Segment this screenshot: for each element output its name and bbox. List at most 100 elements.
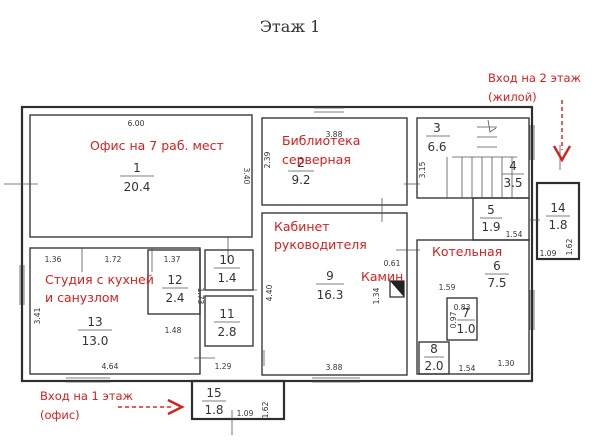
svg-text:1.62: 1.62 xyxy=(565,238,574,255)
svg-text:7: 7 xyxy=(462,306,470,320)
svg-text:1.73: 1.73 xyxy=(196,288,205,305)
office-label: Офис на 7 раб. мест xyxy=(90,138,224,153)
svg-text:1.09: 1.09 xyxy=(540,249,557,258)
svg-text:1.37: 1.37 xyxy=(164,255,181,264)
room-12: 12 2.4 xyxy=(162,273,188,305)
room-1-wall xyxy=(29,114,253,238)
svg-text:10: 10 xyxy=(219,253,234,267)
svg-text:9.2: 9.2 xyxy=(291,173,310,187)
svg-text:16.3: 16.3 xyxy=(317,288,344,302)
svg-text:0.83: 0.83 xyxy=(454,303,471,312)
room-10: 10 1.4 xyxy=(214,253,240,285)
room-5: 5 1.9 xyxy=(480,203,502,234)
entrance-1-label-line1: Вход на 1 этаж xyxy=(40,389,133,403)
svg-text:1.30: 1.30 xyxy=(498,359,515,368)
room-12-wall xyxy=(147,249,201,315)
svg-text:1: 1 xyxy=(133,161,141,175)
svg-text:1.72: 1.72 xyxy=(105,255,122,264)
room-7-wall xyxy=(446,297,478,341)
room-13: 13 13.0 xyxy=(78,315,112,348)
room-3: 3 6.6 xyxy=(426,121,450,154)
entrance-2-label-line1: Вход на 2 этаж xyxy=(488,71,581,85)
studio-label-line2: и санузлом xyxy=(45,290,119,305)
svg-text:1.09: 1.09 xyxy=(237,409,254,418)
room-4: 4 3.5 xyxy=(502,159,524,190)
svg-text:3.15: 3.15 xyxy=(418,161,427,178)
room-9: 9 16.3 xyxy=(316,269,344,302)
svg-text:3.41: 3.41 xyxy=(33,307,42,324)
svg-text:2: 2 xyxy=(297,156,305,170)
studio-label-line1: Студия с кухней xyxy=(45,272,154,287)
room-13-wall xyxy=(29,247,201,375)
svg-text:1.36: 1.36 xyxy=(45,255,62,264)
entrance-1-arrow xyxy=(118,398,185,416)
svg-text:1.4: 1.4 xyxy=(217,271,236,285)
room-15: 15 1.8 xyxy=(202,386,226,417)
room-14-wall xyxy=(535,181,581,261)
svg-text:6.6: 6.6 xyxy=(427,140,446,154)
room-2-wall xyxy=(261,117,408,206)
svg-text:2.0: 2.0 xyxy=(424,359,443,373)
room-labels: 1 20.4 2 9.2 3 6.6 4 3.5 5 1.9 6 7.5 xyxy=(78,121,570,417)
svg-text:1.59: 1.59 xyxy=(439,283,456,292)
room-11: 11 2.8 xyxy=(214,307,240,339)
svg-text:1.48: 1.48 xyxy=(165,326,182,335)
room-11-wall xyxy=(204,295,254,347)
room-8: 8 2.0 xyxy=(424,342,444,373)
svg-text:1.54: 1.54 xyxy=(459,364,476,373)
room-1: 1 20.4 xyxy=(120,161,154,194)
svg-text:13.0: 13.0 xyxy=(82,334,109,348)
svg-text:14: 14 xyxy=(550,201,565,215)
svg-text:1.34: 1.34 xyxy=(372,287,381,304)
svg-text:4.40: 4.40 xyxy=(265,284,274,301)
svg-text:0.61: 0.61 xyxy=(384,259,401,268)
dimensions: 6.00 3.40 3.88 2.39 3.15 1.54 1.09 1.62 … xyxy=(33,119,574,418)
room-8-wall xyxy=(418,341,450,375)
svg-text:1.9: 1.9 xyxy=(481,220,500,234)
svg-text:9: 9 xyxy=(326,269,334,283)
entrance-2-label-line2: (жилой) xyxy=(488,90,537,104)
svg-text:2.8: 2.8 xyxy=(217,325,236,339)
svg-text:5: 5 xyxy=(487,203,495,217)
svg-text:3.40: 3.40 xyxy=(242,168,251,185)
svg-text:1.29: 1.29 xyxy=(215,362,232,371)
entrance-1-label-line2: (офис) xyxy=(40,408,80,422)
svg-text:0.97: 0.97 xyxy=(449,311,458,328)
svg-text:20.4: 20.4 xyxy=(124,180,151,194)
fireplace-label: Камин xyxy=(361,269,403,284)
svg-text:6: 6 xyxy=(493,259,501,273)
svg-text:4.64: 4.64 xyxy=(102,362,119,371)
svg-text:15: 15 xyxy=(206,386,221,400)
cabinet-label-line2: руководителя xyxy=(274,237,367,252)
room-7: 7 1.0 xyxy=(456,306,475,336)
room-15-wall xyxy=(190,379,286,421)
svg-text:3: 3 xyxy=(433,121,441,135)
svg-text:11: 11 xyxy=(219,307,234,321)
svg-text:2.39: 2.39 xyxy=(263,151,272,168)
svg-text:12: 12 xyxy=(167,273,182,287)
room-9-wall xyxy=(261,212,408,376)
entrance-2-arrow xyxy=(552,100,572,163)
svg-text:7.5: 7.5 xyxy=(487,276,506,290)
room-6: 6 7.5 xyxy=(485,259,509,290)
annotations: Вход на 2 этаж (жилой) Вход на 1 этаж (о… xyxy=(40,71,581,422)
room-10-wall xyxy=(204,249,254,291)
svg-text:2.4: 2.4 xyxy=(165,291,184,305)
svg-text:3.5: 3.5 xyxy=(503,176,522,190)
cabinet-label-line1: Кабинет xyxy=(274,219,330,234)
svg-text:1.8: 1.8 xyxy=(548,218,567,232)
svg-text:1.0: 1.0 xyxy=(456,322,475,336)
library-label-line1: Библиотека xyxy=(282,133,360,148)
svg-text:13: 13 xyxy=(87,315,102,329)
page-title: Этаж 1 xyxy=(260,17,321,36)
svg-text:4: 4 xyxy=(509,159,517,173)
svg-text:1.62: 1.62 xyxy=(261,401,270,418)
svg-text:1.8: 1.8 xyxy=(204,403,223,417)
walls xyxy=(4,105,581,435)
room-6-wall xyxy=(416,239,530,375)
room-2: 2 9.2 xyxy=(288,156,314,187)
svg-text:3.88: 3.88 xyxy=(326,363,343,372)
svg-text:8: 8 xyxy=(430,342,438,356)
room-14: 14 1.8 xyxy=(546,201,570,232)
